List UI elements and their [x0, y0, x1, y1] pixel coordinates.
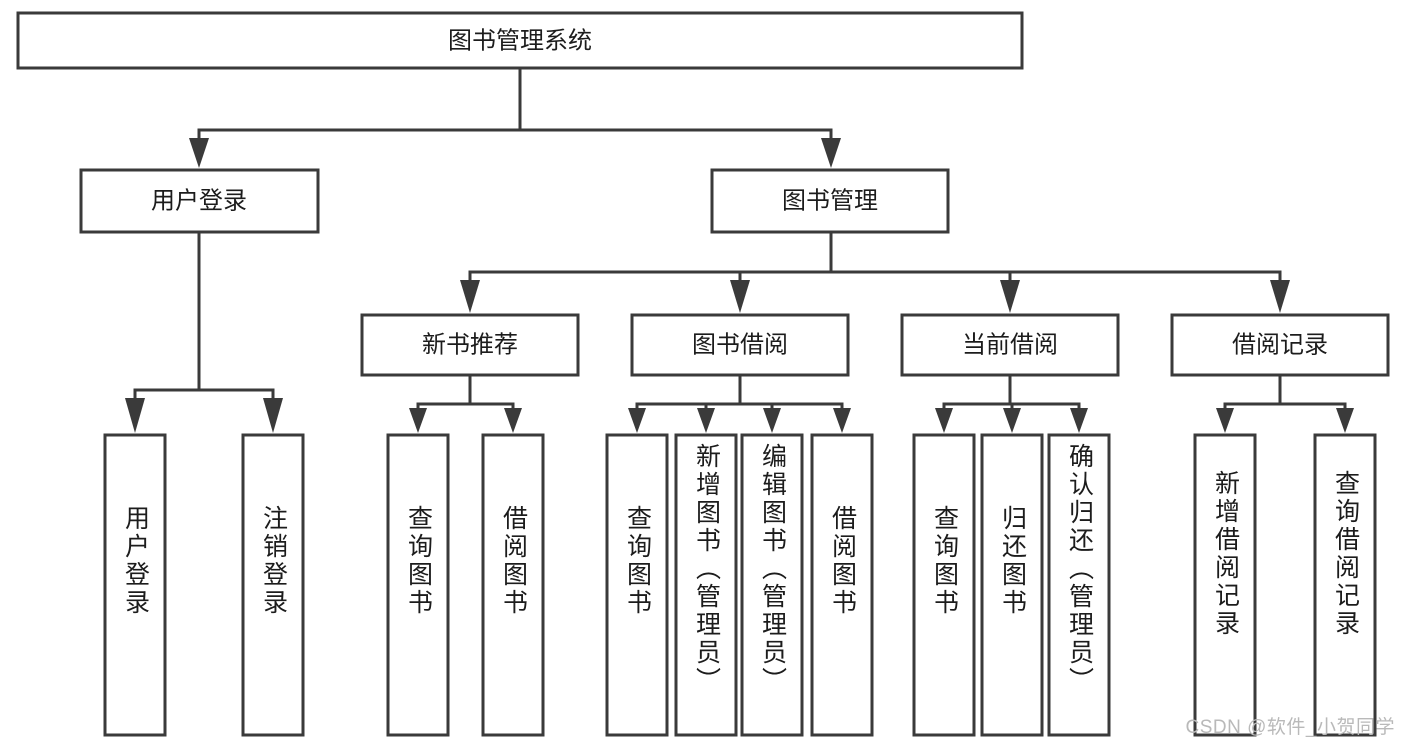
node-root-label: 图书管理系统 — [448, 27, 592, 54]
connector-group-root-to-level2 — [189, 66, 841, 168]
node-borrow-record-box[interactable] — [1170, 313, 1390, 377]
leaf-box-nb-borrow-book[interactable] — [481, 433, 545, 737]
connector-group-current-borrow-to-leaves — [935, 373, 1088, 433]
node-user-login[interactable]: 用户登录 — [79, 168, 320, 234]
arrow-head-br-leaf-1 — [1216, 408, 1234, 433]
leaf-box-cb-return-book[interactable] — [980, 433, 1044, 737]
arrow-head-cb-leaf-1 — [935, 408, 953, 433]
connector-group-user-login-to-leaves — [125, 230, 283, 433]
leaf-box-user-login[interactable] — [103, 433, 167, 737]
arrow-head-bb-leaf-1 — [628, 408, 646, 433]
arrow-head-bb-leaf-3 — [763, 408, 781, 433]
connector-group-book-borrow-to-leaves — [628, 373, 851, 433]
arrow-head-leaf-logout — [263, 398, 283, 433]
node-book-management[interactable]: 图书管理 — [710, 168, 950, 234]
arrow-head-borrow-record — [1270, 280, 1290, 313]
arrow-head-book-borrow — [730, 280, 750, 313]
node-book-borrow-label: 图书借阅 — [692, 331, 788, 358]
leaf-box-group — [103, 433, 1377, 737]
leaf-box-bb-add-book[interactable] — [674, 433, 738, 737]
node-new-book-recommend-label: 新书推荐 — [422, 331, 518, 358]
leaf-box-cb-confirm-return[interactable] — [1047, 433, 1111, 737]
leaf-box-logout[interactable] — [241, 433, 305, 737]
node-book-management-label: 图书管理 — [782, 187, 878, 214]
leaf-box-bb-borrow-book[interactable] — [810, 433, 874, 737]
connector-group-book-mgmt-to-level3 — [460, 230, 1290, 313]
connector-group-new-book-to-leaves — [409, 373, 522, 433]
arrow-head-cb-leaf-3 — [1070, 408, 1088, 433]
node-book-borrow-box[interactable] — [630, 313, 850, 377]
node-new-book-recommend-box[interactable] — [360, 313, 580, 377]
arrow-head-bb-leaf-2 — [697, 408, 715, 433]
arrow-head-bb-leaf-4 — [833, 408, 851, 433]
node-book-management-box[interactable] — [710, 168, 950, 234]
leaf-box-nb-query-book[interactable] — [386, 433, 450, 737]
watermark-text: CSDN @软件_小贺同学 — [1185, 717, 1395, 738]
arrow-head-cb-leaf-2 — [1003, 408, 1021, 433]
arrow-head-br-leaf-2 — [1336, 408, 1354, 433]
arrow-head-nb-leaf-2 — [504, 408, 522, 433]
node-new-book-recommend[interactable]: 新书推荐 — [360, 313, 580, 377]
leaf-box-br-add-record[interactable] — [1193, 433, 1257, 737]
node-borrow-record-label: 借阅记录 — [1232, 331, 1328, 358]
node-current-borrow[interactable]: 当前借阅 — [900, 313, 1120, 377]
leaf-box-bb-query-book[interactable] — [605, 433, 669, 737]
arrow-head-current-borrow — [1000, 280, 1020, 313]
arrow-head-user-login — [189, 138, 209, 168]
node-root-box[interactable] — [16, 11, 1024, 70]
node-user-login-label: 用户登录 — [151, 187, 247, 214]
node-book-borrow[interactable]: 图书借阅 — [630, 313, 850, 377]
arrow-head-new-book-recommend — [460, 280, 480, 313]
leaf-box-br-query-record[interactable] — [1313, 433, 1377, 737]
node-root[interactable]: 图书管理系统 — [16, 11, 1024, 70]
connector-group-borrow-record-to-leaves — [1216, 373, 1354, 433]
node-user-login-box[interactable] — [79, 168, 320, 234]
node-current-borrow-box[interactable] — [900, 313, 1120, 377]
node-current-borrow-label: 当前借阅 — [962, 331, 1058, 358]
arrow-head-leaf-user-login — [125, 398, 145, 433]
leaf-box-cb-query-book[interactable] — [912, 433, 976, 737]
arrow-head-book-mgmt — [821, 138, 841, 168]
node-borrow-record[interactable]: 借阅记录 — [1170, 313, 1390, 377]
arrow-head-nb-leaf-1 — [409, 408, 427, 433]
leaf-box-bb-edit-book[interactable] — [740, 433, 804, 737]
